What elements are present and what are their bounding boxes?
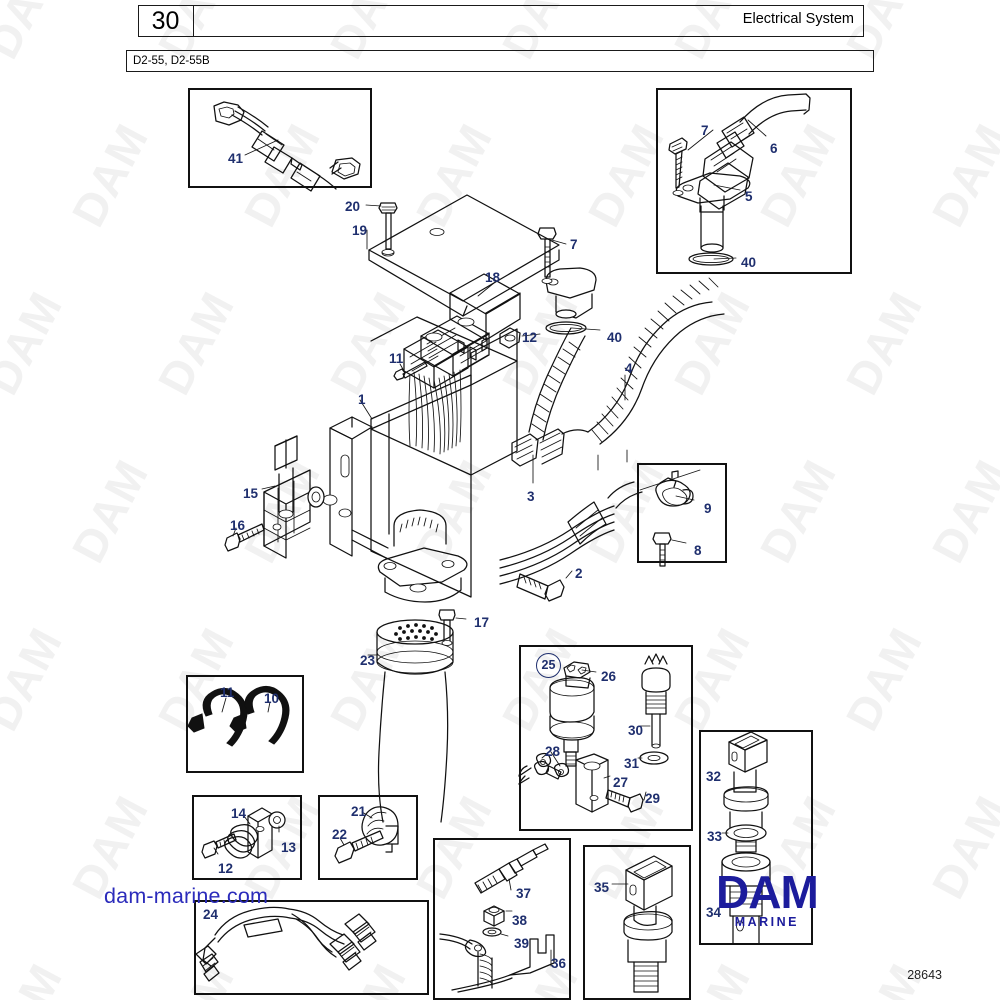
callout-36: 36 xyxy=(551,956,567,971)
callout-15: 15 xyxy=(243,486,259,501)
callout-17: 17 xyxy=(474,615,490,630)
callout-23: 23 xyxy=(360,653,376,668)
callout-29: 29 xyxy=(645,791,661,806)
part-20-screw xyxy=(366,203,397,255)
model-designation: D2-55, D2-55B xyxy=(133,55,210,67)
callout-3: 3 xyxy=(527,489,535,504)
callout-26: 26 xyxy=(601,669,617,684)
callout-14: 14 xyxy=(231,806,247,821)
site-watermark-url: dam-marine.com xyxy=(104,884,269,908)
part-relay-sockets xyxy=(404,316,489,454)
callout-35: 35 xyxy=(594,880,610,895)
callout-7: 7 xyxy=(570,237,578,252)
detail-box-bracket xyxy=(192,795,302,880)
section-number-cell: 30 xyxy=(138,5,194,37)
callout-4: 4 xyxy=(625,361,633,376)
callout-1: 1 xyxy=(358,392,366,407)
callout-40: 40 xyxy=(607,330,623,345)
callout-40: 40 xyxy=(741,255,757,270)
callout-16: 16 xyxy=(230,518,246,533)
detail-box-switch-35 xyxy=(583,845,691,1000)
callout-12: 12 xyxy=(522,330,538,345)
callout-28: 28 xyxy=(545,744,561,759)
callout-13: 13 xyxy=(281,840,297,855)
part-2-bolt xyxy=(517,571,572,601)
callout-32: 32 xyxy=(706,769,722,784)
model-bar xyxy=(126,50,874,72)
dam-marine-logo: DAM MARINE xyxy=(716,866,819,930)
callout-19: 19 xyxy=(352,223,368,238)
callout-25: 25 xyxy=(536,653,561,678)
callout-21: 21 xyxy=(351,804,367,819)
callout-12: 12 xyxy=(218,861,234,876)
part-18-relay xyxy=(450,274,520,360)
callout-11: 11 xyxy=(220,685,235,700)
callout-7: 7 xyxy=(701,123,709,138)
callout-22: 22 xyxy=(332,827,348,842)
callout-39: 39 xyxy=(514,936,530,951)
detail-box-clamp-9 xyxy=(637,463,727,563)
detail-box-harness-24 xyxy=(194,900,429,995)
detail-box-clips xyxy=(186,675,304,773)
callout-5: 5 xyxy=(745,189,753,204)
callout-6: 6 xyxy=(770,141,778,156)
part-19-cover xyxy=(367,195,559,316)
part-1-housing xyxy=(323,317,517,597)
callout-31: 31 xyxy=(624,756,640,771)
callout-10: 10 xyxy=(264,691,280,706)
logo-wordmark: DAM xyxy=(716,866,819,918)
page-title: Electrical System xyxy=(742,11,854,27)
detail-box-glowplug xyxy=(433,838,571,1000)
callout-20: 20 xyxy=(345,199,361,214)
callout-11: 11 xyxy=(389,351,404,366)
section-number: 30 xyxy=(151,6,180,35)
callout-41: 41 xyxy=(228,151,244,166)
callout-34: 34 xyxy=(706,905,722,920)
part-23-17-connector xyxy=(368,510,467,822)
detail-box-senders xyxy=(519,645,693,831)
callout-9: 9 xyxy=(704,501,712,516)
callout-38: 38 xyxy=(512,913,528,928)
callout-8: 8 xyxy=(694,543,702,558)
callout-37: 37 xyxy=(516,886,532,901)
diagram-reference-number: 28643 xyxy=(907,968,942,982)
callout-24: 24 xyxy=(203,907,219,922)
callout-27: 27 xyxy=(613,775,629,790)
callout-30: 30 xyxy=(628,723,644,738)
detail-box-sensor-top xyxy=(656,88,852,274)
callout-33: 33 xyxy=(707,829,723,844)
detail-box-clamp-21 xyxy=(318,795,418,880)
callout-2: 2 xyxy=(575,566,583,581)
part-15-16-bracket xyxy=(225,436,324,558)
header-bar xyxy=(138,5,864,37)
detail-box-cable-41 xyxy=(188,88,372,188)
callout-18: 18 xyxy=(485,270,501,285)
